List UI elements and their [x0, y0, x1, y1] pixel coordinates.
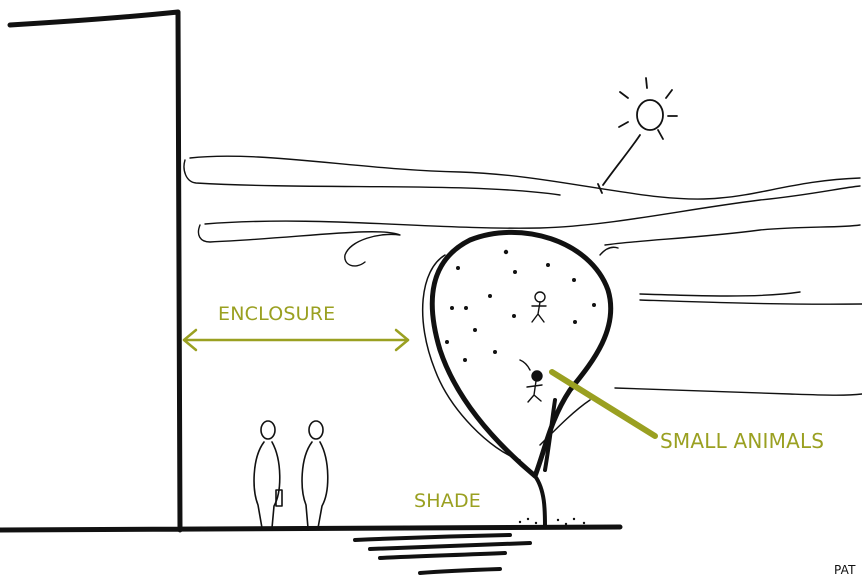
small-animals-pointer [552, 372, 655, 436]
tree [423, 232, 611, 527]
shade-label: SHADE [414, 490, 481, 512]
sun-icon [598, 78, 677, 193]
clouds [184, 156, 862, 395]
page-mark: PAT [834, 563, 856, 577]
building-wall [0, 12, 620, 530]
tree-canopy-outline [423, 255, 590, 460]
ground-shadow [355, 535, 530, 573]
animal-lower [520, 360, 542, 402]
person-left [254, 421, 282, 528]
enclosure-arrow [184, 330, 408, 350]
small-animals-label: SMALL ANIMALS [660, 429, 824, 453]
person-right [302, 421, 328, 528]
enclosure-label: ENCLOSURE [218, 303, 335, 325]
animal-upper [532, 292, 546, 322]
ground-speckle [519, 518, 585, 525]
